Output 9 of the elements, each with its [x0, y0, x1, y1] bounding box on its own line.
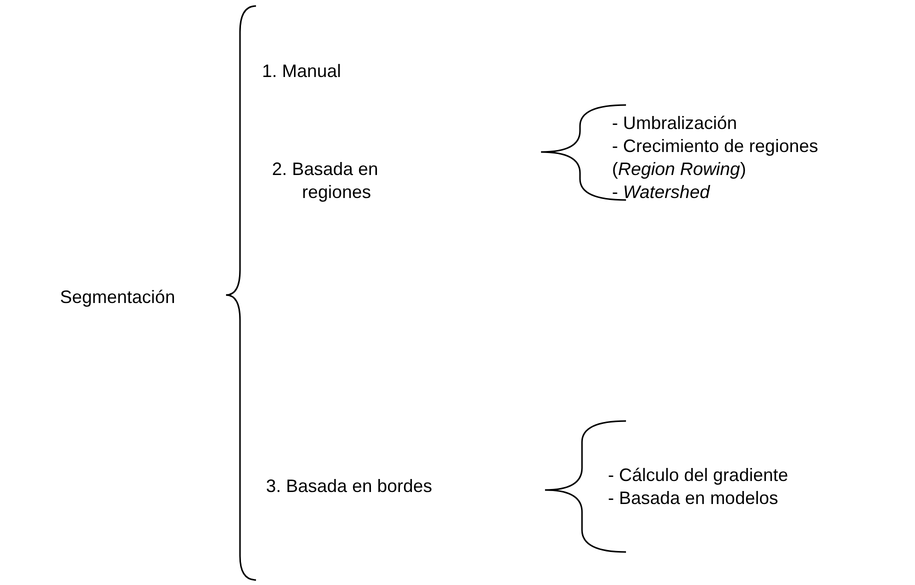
list-item: - Basada en modelos — [608, 487, 778, 510]
list-item: - Cálculo del gradiente — [608, 464, 788, 487]
list-item: - Watershed — [612, 181, 710, 204]
list-item: - Umbralización — [612, 112, 738, 135]
category-label: 2. Basada en regiones — [272, 158, 380, 204]
category-label: 3. Basada en bordes — [266, 475, 432, 498]
list-item: - Crecimiento de regiones (Region Rowing) — [612, 135, 820, 181]
category-label: Segmentación — [60, 286, 176, 309]
category-label: 1. Manual — [262, 60, 342, 83]
